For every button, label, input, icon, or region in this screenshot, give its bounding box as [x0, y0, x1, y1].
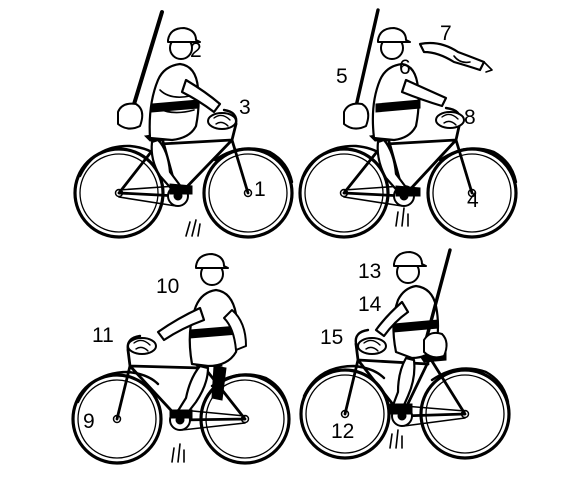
- callout-7: 7: [440, 22, 452, 45]
- figure-top-left: [73, 10, 294, 239]
- callout-4: 4: [467, 189, 479, 212]
- figure-top-right: [298, 8, 518, 239]
- back-arm: [223, 309, 247, 351]
- rifle: [424, 248, 452, 342]
- haversack: [423, 331, 448, 359]
- belt: [393, 319, 439, 333]
- grass-tuft: [395, 207, 409, 227]
- grass-tuft: [389, 429, 403, 449]
- front-fender: [213, 147, 294, 184]
- handlebar: [354, 328, 370, 346]
- callout-13: 13: [358, 260, 381, 283]
- callout-5: 5: [336, 65, 348, 88]
- front-fender: [302, 364, 386, 398]
- chain: [118, 185, 177, 207]
- cap: [377, 27, 411, 43]
- figure-bottom-left: [71, 253, 291, 465]
- belt: [151, 99, 199, 113]
- grass-tuft: [185, 219, 201, 237]
- boot: [389, 403, 413, 415]
- callout-8: 8: [464, 106, 476, 129]
- figure-bottom-right: [299, 248, 511, 460]
- boot: [169, 183, 193, 195]
- front-fender: [210, 373, 290, 410]
- cap: [393, 251, 427, 267]
- belt: [375, 99, 421, 113]
- rear-fender: [430, 367, 510, 404]
- detached-arm-part: [418, 41, 486, 72]
- leg: [174, 364, 210, 422]
- callout-9: 9: [83, 410, 95, 433]
- callout-14: 14: [358, 293, 382, 316]
- chain: [403, 405, 466, 427]
- cap: [195, 253, 229, 269]
- callout-6: 6: [399, 56, 411, 79]
- callout-11: 11: [92, 324, 114, 347]
- callout-1: 1: [254, 178, 266, 201]
- arm: [400, 78, 448, 108]
- cap: [167, 27, 201, 43]
- arm: [374, 300, 410, 338]
- arm: [180, 78, 222, 114]
- callout-2: 2: [190, 39, 202, 62]
- callout-15: 15: [320, 326, 343, 349]
- callout-labels: 1 2 3 4 5 6 7 8 9 10 11 12 13 14 15: [83, 22, 479, 443]
- front-fender: [438, 147, 518, 184]
- boot: [169, 409, 193, 419]
- callout-10: 10: [156, 275, 179, 298]
- haversack: [343, 102, 370, 130]
- haversack: [117, 102, 144, 130]
- callout-12: 12: [331, 420, 354, 443]
- boot: [395, 185, 421, 197]
- callout-3: 3: [239, 96, 251, 119]
- grass-tuft: [171, 443, 185, 463]
- arm: [156, 306, 206, 342]
